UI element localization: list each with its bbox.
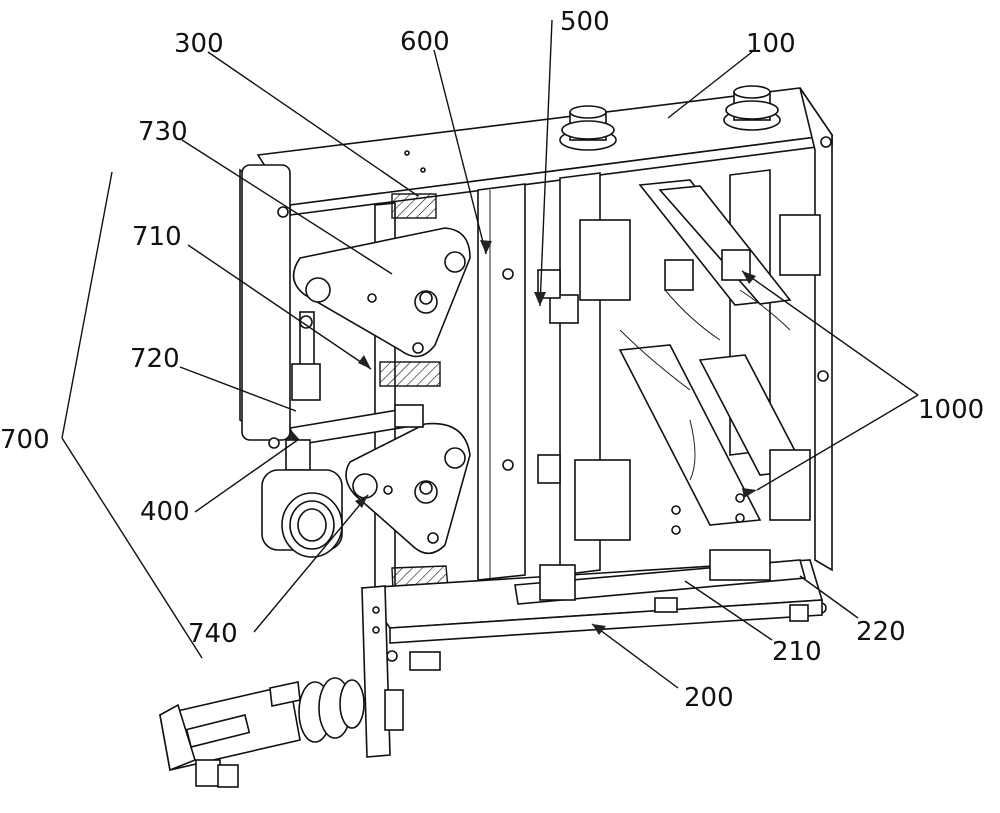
leader-400 (194, 438, 300, 513)
label-1000: 1000 (918, 395, 984, 425)
leader-210 (684, 580, 773, 641)
leader-600 (433, 49, 487, 255)
housing-frame (239, 85, 834, 614)
leader-100 (667, 51, 753, 119)
label-720: 720 (130, 344, 180, 374)
leader-300 (207, 51, 419, 197)
top-knob-left (559, 105, 617, 151)
label-740: 740 (188, 619, 238, 649)
arrow-heads (286, 240, 757, 635)
label-210: 210 (772, 637, 822, 667)
leader-700-b (61, 437, 203, 659)
label-300: 300 (174, 29, 224, 59)
leader-200 (591, 623, 679, 689)
leader-220 (799, 575, 859, 619)
right-mechanism (537, 179, 821, 541)
leader-730 (181, 139, 393, 275)
leader-720 (179, 366, 297, 412)
label-400: 400 (140, 497, 190, 527)
label-220: 220 (856, 617, 906, 647)
leader-740 (253, 494, 369, 633)
label-600: 600 (400, 27, 450, 57)
leader-500 (539, 19, 553, 307)
label-200: 200 (684, 683, 734, 713)
label-100: 100 (746, 29, 796, 59)
leader-700-a (61, 171, 113, 439)
leader-1000-a (741, 270, 919, 396)
label-710: 710 (132, 222, 182, 252)
label-730: 730 (138, 117, 188, 147)
left-cylinder-motor (261, 469, 343, 558)
lower-triangle-plate (345, 422, 471, 555)
leader-1000-b (756, 394, 919, 491)
label-700: 700 (0, 425, 50, 455)
leader-lines (61, 19, 919, 689)
hatched-block-top (391, 193, 437, 219)
bottom-base (360, 549, 824, 758)
upper-triangle-plate (292, 227, 471, 358)
top-knob-right (723, 85, 781, 131)
label-500: 500 (560, 7, 610, 37)
hatched-block-mid (379, 361, 441, 387)
bottom-servo-motor (159, 677, 404, 788)
reference-labels: 300 600 500 100 730 710 720 1000 700 400… (0, 7, 984, 713)
linkage-arm (285, 311, 424, 471)
leader-710 (187, 244, 372, 370)
